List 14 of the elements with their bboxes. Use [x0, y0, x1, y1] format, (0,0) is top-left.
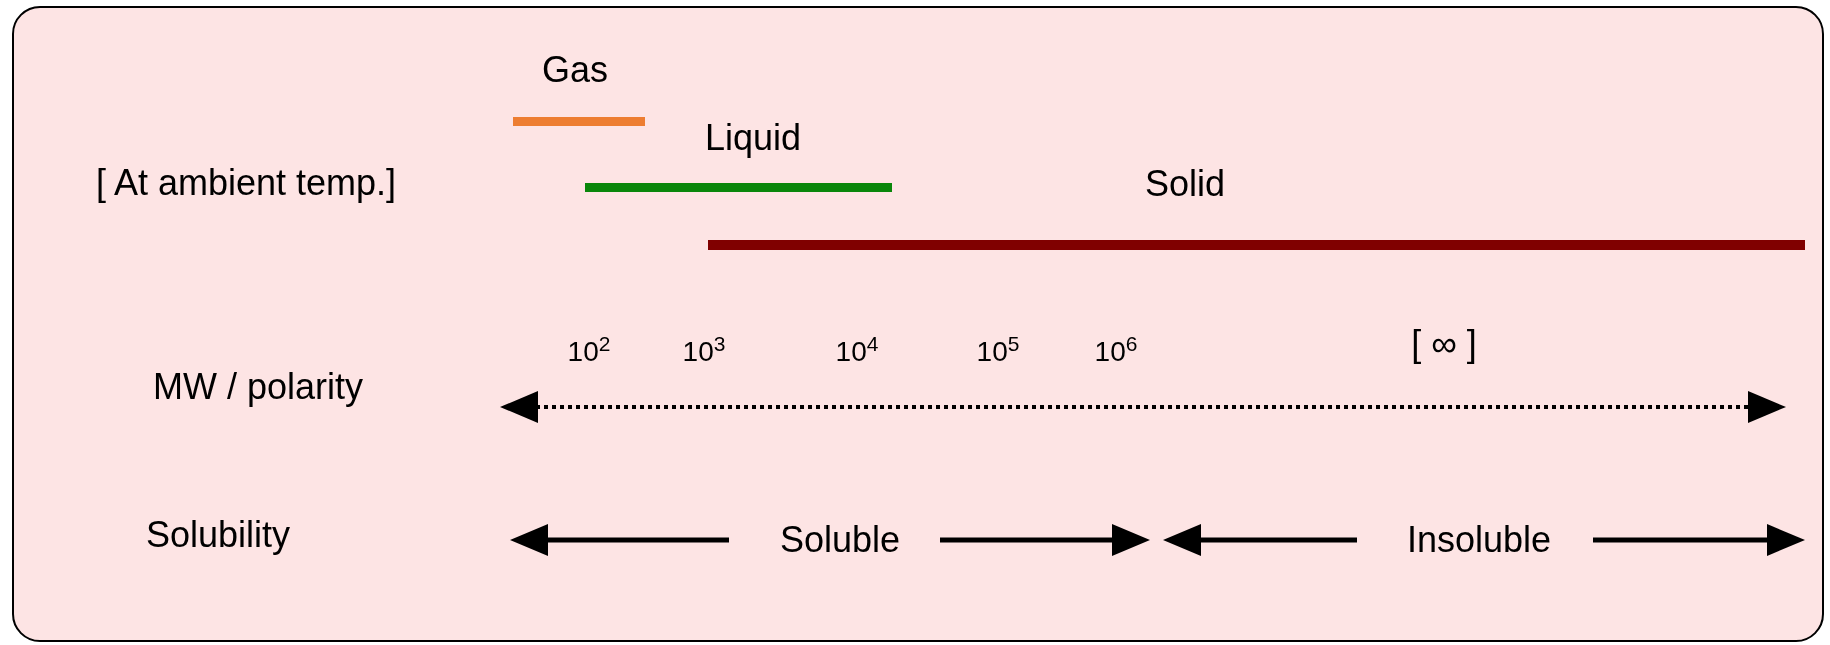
- tick-label: 10$^{3}$: [682, 338, 726, 366]
- phase-label: Liquid: [704, 120, 802, 156]
- tick-label: [ ∞ ]: [1411, 326, 1477, 362]
- phase-label: Solid: [1144, 166, 1226, 202]
- tick-label: 10$^{4}$: [835, 338, 879, 366]
- range-label: Insoluble: [1406, 522, 1552, 558]
- range-label: Soluble: [779, 522, 901, 558]
- phase-label: Gas: [542, 52, 608, 88]
- row-label: Solubility: [145, 517, 291, 553]
- tick-label: 10$^{2}$: [567, 338, 611, 366]
- tick-label: 10$^{5}$: [976, 338, 1020, 366]
- tick-label: 10$^{6}$: [1094, 338, 1138, 366]
- row-label: [ At ambient temp.]: [95, 165, 397, 201]
- row-label: MW / polarity: [153, 369, 363, 405]
